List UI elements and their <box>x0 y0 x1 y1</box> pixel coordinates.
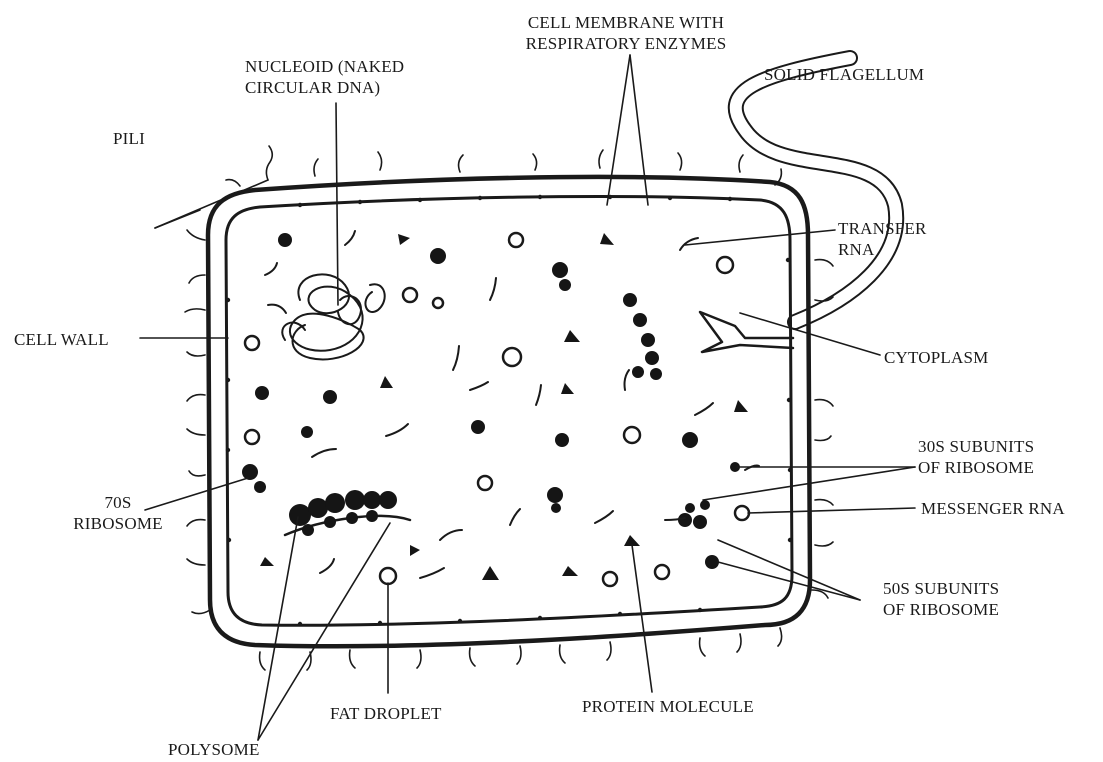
cell-membrane-label-line2: RESPIRATORY ENZYMES <box>476 33 776 54</box>
nucleoid-label-line2: CIRCULAR DNA) <box>245 77 404 98</box>
cytoplasm-notch <box>700 312 793 352</box>
subunits-30s-label: 30S SUBUNITS OF RIBOSOME <box>918 436 1034 478</box>
ribosome-70s-label-line2: RIBOSOME <box>62 513 174 534</box>
fat-droplets <box>245 233 749 586</box>
solid-flagellum-label: SOLID FLAGELLUM <box>764 64 924 85</box>
nucleoid-shape <box>282 274 384 359</box>
ribosome-dots <box>242 233 740 569</box>
messenger-rna-label: MESSENGER RNA <box>921 498 1065 519</box>
fat-droplet-label: FAT DROPLET <box>330 703 442 724</box>
pili-label: PILI <box>113 128 145 149</box>
subunits-30s-label-line2: OF RIBOSOME <box>918 457 1034 478</box>
ribosome-70s-label-line1: 70S <box>62 492 174 513</box>
nucleoid-label-line1: NUCLEOID (NAKED <box>245 56 404 77</box>
transfer-rna-label-line2: RNA <box>838 239 927 260</box>
subunits-50s-label-line2: OF RIBOSOME <box>883 599 999 620</box>
protein-triangles <box>260 233 748 580</box>
polysome-shape <box>285 490 410 536</box>
protein-molecule-label: PROTEIN MOLECULE <box>582 696 754 717</box>
cell-membrane-label: CELL MEMBRANE WITH RESPIRATORY ENZYMES <box>476 12 776 54</box>
subunits-50s-label-line1: 50S SUBUNITS <box>883 578 999 599</box>
polysome-label: POLYSOME <box>168 739 260 760</box>
cell-wall-shape <box>208 177 810 646</box>
subunits-50s-label: 50S SUBUNITS OF RIBOSOME <box>883 578 999 620</box>
cytoplasm-label: CYTOPLASM <box>884 347 988 368</box>
transfer-rna-label-line1: TRANSFER <box>838 218 927 239</box>
cell-wall-label: CELL WALL <box>14 329 109 350</box>
cell-membrane-label-line1: CELL MEMBRANE WITH <box>476 12 776 33</box>
subunits-30s-label-line1: 30S SUBUNITS <box>918 436 1034 457</box>
flagellum-shape <box>736 58 896 322</box>
transfer-rna-label: TRANSFER RNA <box>838 218 927 260</box>
ribosome-70s-label: 70S RIBOSOME <box>62 492 174 534</box>
nucleoid-label: NUCLEOID (NAKED CIRCULAR DNA) <box>245 56 404 98</box>
